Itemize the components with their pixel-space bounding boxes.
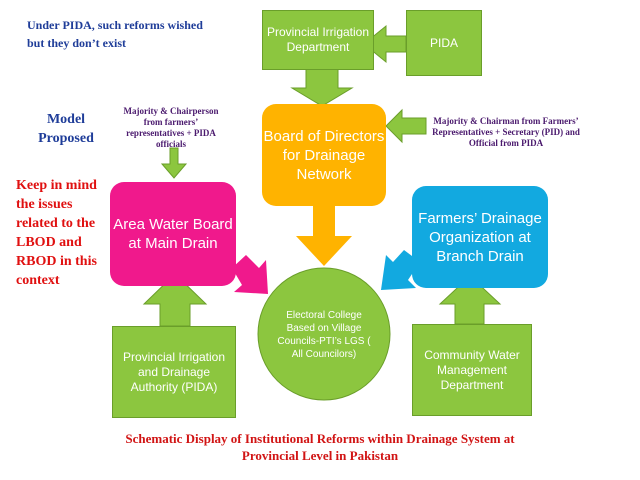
note-model-proposed: Model Proposed	[38, 112, 94, 146]
provincial-irrigation-department-box: Provincial Irrigation Department	[262, 10, 374, 70]
note-keep-in-mind: Keep in mind the issues related to the L…	[16, 178, 97, 288]
arrow-cwm-to-fdo	[438, 275, 502, 325]
arrow-right-note-to-board	[385, 108, 427, 144]
arrow-board-to-college	[296, 206, 352, 266]
note-pida-reforms: Under PIDA, such reforms wished but they…	[27, 18, 203, 50]
provincial-irrigation-department-label: Provincial Irrigation Department	[266, 25, 370, 54]
board-of-directors-box: Board of Directors for Drainage Network	[262, 104, 386, 206]
electoral-college-label-wrap: Electoral College Based on Village Counc…	[272, 294, 376, 376]
arrow-fdo-to-college	[381, 250, 420, 290]
farmers-drainage-organization-box: Farmers’ Drainage Organization at Branch…	[412, 186, 548, 288]
note-awb-composition: Majority & Chairperson from farmers’ rep…	[123, 106, 219, 149]
area-water-board-box: Area Water Board at Main Drain	[110, 182, 236, 286]
arrow-awb-to-college	[232, 255, 268, 294]
community-water-management-box: Community Water Management Department	[412, 324, 532, 416]
pida-box: PIDA	[406, 10, 482, 76]
arrow-authority-to-awb	[142, 273, 208, 327]
board-of-directors-label: Board of Directors for Drainage Network	[263, 127, 385, 183]
arrow-pida-to-dept	[363, 24, 407, 64]
area-water-board-label: Area Water Board at Main Drain	[113, 216, 233, 252]
pida-label: PIDA	[429, 35, 458, 50]
farmers-drainage-organization-label: Farmers’ Drainage Organization at Branch…	[418, 209, 542, 265]
note-board-composition: Majority & Chairman from Farmers’ Repres…	[432, 116, 580, 148]
electoral-college-label: Electoral College Based on Village Counc…	[277, 310, 371, 360]
pida-authority-box: Provincial Irrigation and Drainage Autho…	[112, 326, 236, 418]
pida-authority-label: Provincial Irrigation and Drainage Autho…	[122, 349, 226, 394]
community-water-management-label: Community Water Management Department	[424, 347, 520, 392]
arrow-left-note-to-awb	[160, 147, 188, 179]
diagram-caption: Schematic Display of Institutional Refor…	[125, 431, 515, 463]
arrow-dept-to-board	[290, 67, 354, 107]
electoral-college-circle	[257, 267, 391, 401]
